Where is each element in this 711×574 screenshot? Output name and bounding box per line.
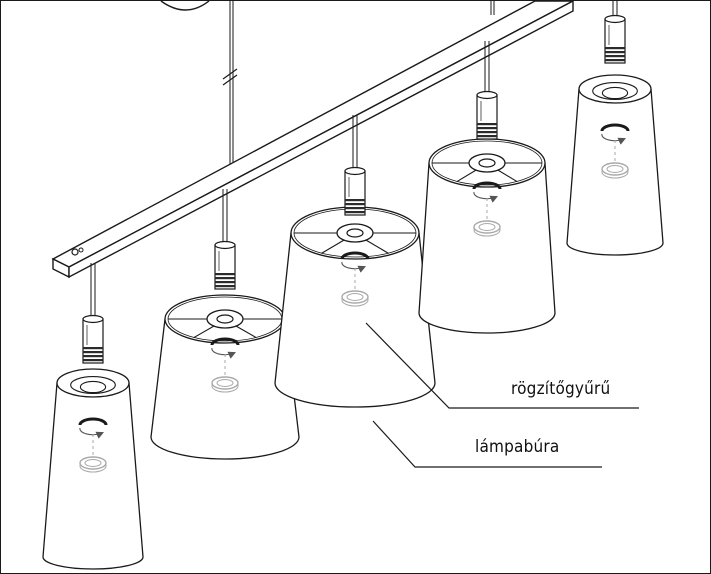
ghost-retaining-ring [341,290,369,307]
frame-center-ring [206,309,244,329]
ghost-retaining-ring [79,456,107,473]
wire-frame [294,232,416,254]
pendant-3 [274,166,436,408]
pendant-stems [90,1,618,319]
mounting-bar [51,1,574,279]
pendant-4 [418,90,556,334]
lamp-socket [604,14,626,64]
retaining-ring [210,337,240,359]
pendant-5 [566,14,664,256]
frame-center-ring [468,153,506,173]
ghost-retaining-ring [601,162,629,179]
suspension-cable [222,1,495,166]
lamp-socket [344,166,366,216]
lamp-socket [214,240,236,290]
rotate-arrow-icon [601,133,627,145]
leader-line-shade [372,420,602,468]
retaining-ring [472,181,502,203]
pendants [42,14,664,570]
ceiling-canopy [160,1,210,11]
lamp-shade [418,138,556,334]
retaining-ring [600,123,630,145]
lamp-shade [566,74,664,256]
ghost-retaining-ring [211,376,239,393]
leader-lines [365,322,639,468]
lamp-shade [42,368,144,570]
pendant-1 [42,314,144,570]
rotate-arrow-icon [211,347,237,359]
lamp-shade-label: lámpabúra [475,437,560,457]
rotate-arrow-icon [79,427,105,439]
frame-center-ring [336,223,374,243]
rotate-arrow-icon [341,261,367,273]
lamp-shade [274,206,436,408]
retaining-ring-label: rögzítőgyűrű [511,379,611,399]
retaining-ring [340,251,370,273]
ghost-retaining-ring [473,220,501,237]
rotate-arrow-icon [473,191,499,203]
lamp-socket [82,314,104,364]
pendant-2 [150,240,300,460]
leader-line-ring [365,322,639,409]
retaining-ring [78,417,108,439]
lamp-socket [476,90,498,140]
bar-screw [71,248,79,256]
